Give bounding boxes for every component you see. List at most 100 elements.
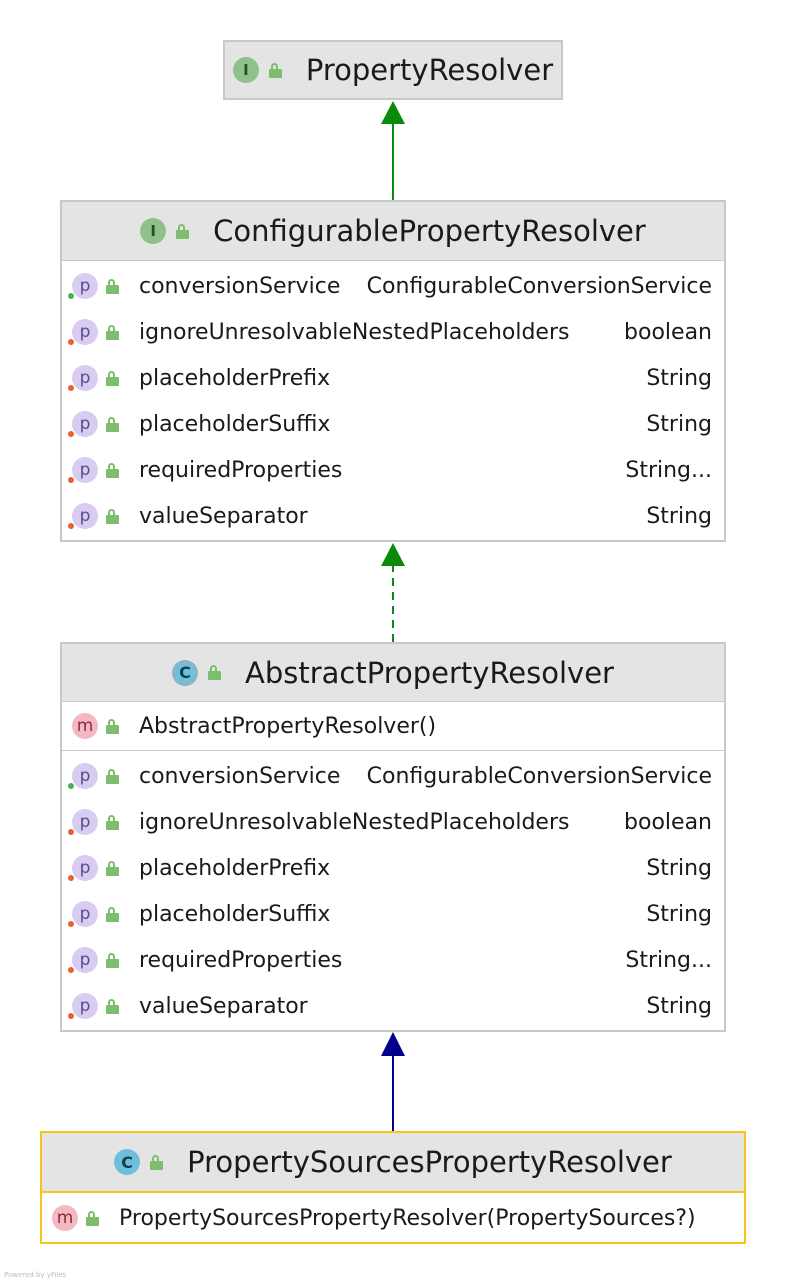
method-name: PropertySourcesPropertyResolver(Property… — [119, 1205, 696, 1231]
property-type: String — [646, 365, 712, 391]
property-row[interactable]: p conversionService ConfigurableConversi… — [62, 263, 724, 309]
node-title: ConfigurablePropertyResolver — [213, 214, 646, 248]
node-property-sources-property-resolver[interactable]: C PropertySourcesPropertyResolver m Prop… — [40, 1131, 746, 1244]
property-icon: p — [68, 993, 98, 1019]
property-icon: p — [68, 901, 98, 927]
property-name: requiredProperties — [139, 457, 343, 483]
property-name: conversionService — [139, 763, 341, 789]
lock-icon — [106, 508, 119, 524]
property-name: requiredProperties — [139, 947, 343, 973]
property-name: ignoreUnresolvableNestedPlaceholders — [139, 319, 570, 345]
getter-setter-dot — [68, 783, 74, 789]
lock-icon — [106, 952, 119, 968]
node-header: I ConfigurablePropertyResolver — [62, 202, 724, 261]
property-name: valueSeparator — [139, 993, 308, 1019]
lock-icon — [106, 718, 119, 734]
property-name: placeholderSuffix — [139, 411, 331, 437]
property-type: String — [646, 993, 712, 1019]
lock-icon — [86, 1210, 99, 1226]
setter-dot — [68, 1013, 74, 1019]
setter-dot — [68, 477, 74, 483]
lock-icon — [208, 665, 221, 680]
abstract-class-icon: C — [172, 659, 198, 686]
setter-dot — [68, 921, 74, 927]
lock-icon — [106, 860, 119, 876]
property-type: ConfigurableConversionService — [366, 763, 712, 789]
lock-icon — [106, 998, 119, 1014]
lock-icon — [150, 1154, 164, 1170]
method-icon: m — [72, 713, 98, 739]
footer-credit: Powered by yFiles — [4, 1271, 67, 1279]
method-row[interactable]: m AbstractPropertyResolver() — [62, 704, 724, 748]
lock-icon — [106, 814, 119, 830]
property-row[interactable]: p valueSeparator String — [62, 983, 724, 1029]
property-type: String — [646, 411, 712, 437]
setter-dot — [68, 431, 74, 437]
property-type: boolean — [624, 319, 712, 345]
node-abstract-property-resolver[interactable]: C AbstractPropertyResolver m AbstractPro… — [60, 642, 726, 1032]
property-icon: p — [68, 763, 98, 789]
property-row[interactable]: p placeholderSuffix String — [62, 891, 724, 937]
property-icon: p — [68, 947, 98, 973]
property-row[interactable]: p placeholderPrefix String — [62, 355, 724, 401]
property-row[interactable]: p conversionService ConfigurableConversi… — [62, 753, 724, 799]
method-row[interactable]: m PropertySourcesPropertyResolver(Proper… — [42, 1195, 744, 1241]
property-icon: p — [68, 809, 98, 835]
methods-section: m AbstractPropertyResolver() — [62, 702, 724, 750]
lock-icon — [268, 62, 282, 78]
property-icon: p — [68, 319, 98, 345]
property-row[interactable]: p requiredProperties String... — [62, 937, 724, 983]
node-header: I PropertyResolver — [225, 42, 561, 98]
property-name: placeholderPrefix — [139, 365, 331, 391]
property-row[interactable]: p placeholderPrefix String — [62, 845, 724, 891]
interface-icon: I — [140, 218, 167, 244]
setter-dot — [68, 339, 74, 345]
lock-icon — [106, 370, 119, 386]
edge-arrowhead — [381, 1032, 405, 1056]
property-name: placeholderPrefix — [139, 855, 331, 881]
property-name: valueSeparator — [139, 503, 308, 529]
node-title: AbstractPropertyResolver — [245, 655, 614, 690]
properties-section: p conversionService ConfigurableConversi… — [62, 261, 724, 541]
property-type: String — [646, 901, 712, 927]
property-row[interactable]: p valueSeparator String — [62, 493, 724, 539]
property-name: placeholderSuffix — [139, 901, 331, 927]
interface-icon: I — [232, 57, 259, 83]
property-icon: p — [68, 365, 98, 391]
lock-icon — [106, 324, 119, 340]
property-type: String — [646, 855, 712, 881]
setter-dot — [68, 967, 74, 973]
edge-arrowhead — [381, 101, 405, 124]
node-header: C PropertySourcesPropertyResolver — [42, 1133, 744, 1193]
property-type: ConfigurableConversionService — [366, 273, 712, 299]
property-row[interactable]: p ignoreUnresolvableNestedPlaceholders b… — [62, 309, 724, 355]
property-name: ignoreUnresolvableNestedPlaceholders — [139, 809, 570, 835]
property-row[interactable]: p placeholderSuffix String — [62, 401, 724, 447]
property-type: String... — [625, 457, 712, 483]
node-header: C AbstractPropertyResolver — [62, 644, 724, 702]
setter-dot — [68, 875, 74, 881]
node-configurable-property-resolver[interactable]: I ConfigurablePropertyResolver p convers… — [60, 200, 726, 542]
lock-icon — [106, 278, 119, 294]
node-title: PropertyResolver — [305, 53, 554, 87]
property-icon: p — [68, 273, 98, 299]
setter-dot — [68, 523, 74, 529]
lock-icon — [176, 223, 190, 239]
properties-section: p conversionService ConfigurableConversi… — [62, 750, 724, 1031]
lock-icon — [106, 416, 119, 432]
lock-icon — [106, 768, 119, 784]
property-type: String... — [625, 947, 712, 973]
property-icon: p — [68, 457, 98, 483]
methods-section: m PropertySourcesPropertyResolver(Proper… — [42, 1193, 744, 1243]
property-icon: p — [68, 855, 98, 881]
property-icon: p — [68, 503, 98, 529]
method-name: AbstractPropertyResolver() — [139, 713, 437, 739]
node-property-resolver[interactable]: I PropertyResolver — [223, 40, 563, 100]
property-row[interactable]: p ignoreUnresolvableNestedPlaceholders b… — [62, 799, 724, 845]
setter-dot — [68, 385, 74, 391]
node-title: PropertySourcesPropertyResolver — [187, 1145, 672, 1179]
property-row[interactable]: p requiredProperties String... — [62, 447, 724, 493]
class-icon: C — [114, 1149, 141, 1175]
property-icon: p — [68, 411, 98, 437]
